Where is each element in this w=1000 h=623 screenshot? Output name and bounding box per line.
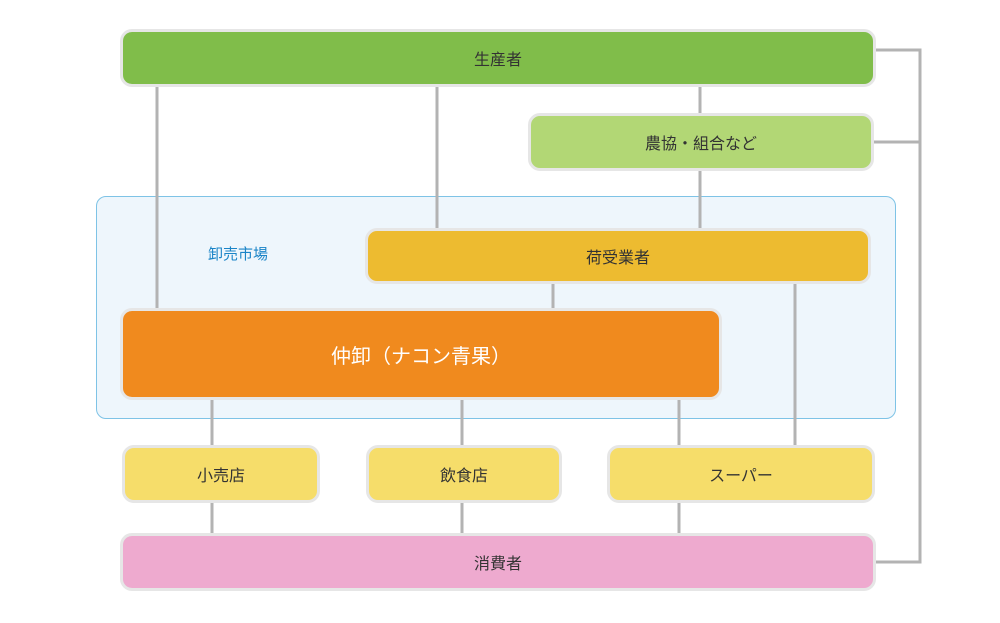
consumer-label: 消費者 bbox=[473, 554, 522, 573]
broker-label: 仲卸（ナコン青果） bbox=[331, 343, 511, 368]
producer-node: 生産者 bbox=[120, 29, 876, 87]
supermarket-node: スーパー bbox=[607, 445, 875, 503]
retail-label: 小売店 bbox=[196, 466, 245, 485]
producer-label: 生産者 bbox=[473, 50, 522, 69]
retail-node: 小売店 bbox=[122, 445, 320, 503]
supermarket-label: スーパー bbox=[709, 466, 773, 485]
receiver-label: 荷受業者 bbox=[585, 248, 650, 267]
broker-node: 仲卸（ナコン青果） bbox=[120, 308, 722, 400]
wholesale-market-label: 卸売市場 bbox=[208, 245, 269, 263]
consumer-node: 消費者 bbox=[120, 533, 876, 591]
restaurant-label: 飲食店 bbox=[439, 466, 488, 485]
coop-node: 農協・組合など bbox=[528, 113, 874, 171]
edge-producer-consumer-bracket bbox=[876, 48, 922, 564]
receiver-node: 荷受業者 bbox=[365, 228, 871, 284]
coop-label: 農協・組合など bbox=[644, 134, 757, 153]
restaurant-node: 飲食店 bbox=[366, 445, 562, 503]
